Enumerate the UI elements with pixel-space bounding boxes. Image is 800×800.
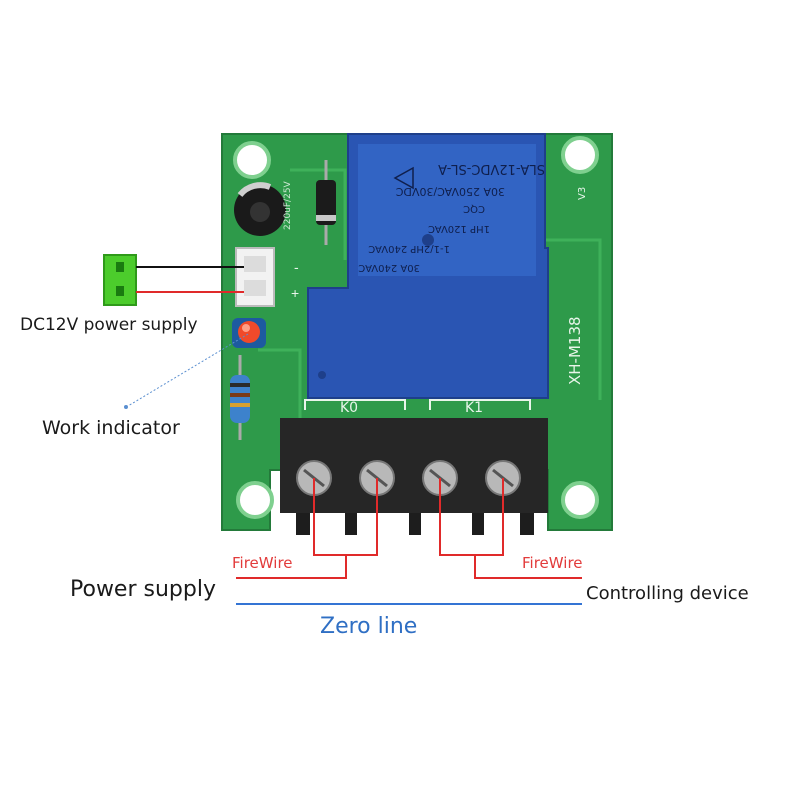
led [232, 318, 266, 348]
firewire-right [439, 478, 582, 579]
capacitor [234, 182, 286, 236]
relay-mark: CQC [463, 203, 485, 214]
power-connector [235, 247, 275, 307]
pcb-trace [290, 168, 347, 260]
mounting-hole [561, 481, 599, 519]
relay-rating-4: 30A 250VAC/30VDC [395, 185, 505, 198]
firewire-left-label: FireWire [232, 554, 293, 572]
plus-mark: + [291, 285, 299, 301]
green-plug [103, 254, 137, 306]
k0-bracket [304, 399, 406, 410]
minus-mark: - [294, 259, 299, 275]
pcb-trace [540, 238, 602, 400]
k0-label: K0 [340, 400, 358, 416]
supply-label: DC12V power supply [20, 315, 198, 335]
relay-rating-3: 1HP 120VAC [428, 223, 490, 234]
mounting-hole [236, 481, 274, 519]
diode [316, 160, 336, 245]
indicator-dot [124, 405, 128, 409]
zero-line-label: Zero line [320, 614, 418, 639]
relay-model: SLA-12VDC-SL-A [438, 161, 545, 176]
indicator-pointer [127, 333, 249, 407]
k1-bracket [429, 399, 531, 410]
mounting-hole [233, 141, 271, 179]
pcb-trace [258, 348, 302, 420]
firewire-left [236, 478, 378, 579]
power-supply-label: Power supply [70, 577, 216, 602]
relay-rating-2: 1-1/2HP 240VAC [368, 243, 450, 254]
board-model: XH-M138 [566, 316, 584, 385]
indicator-label: Work indicator [42, 417, 180, 439]
board-version: V3 [577, 187, 588, 200]
resistor [230, 355, 250, 440]
relay-rating-1: 30A 240VAC [358, 262, 420, 273]
relay [307, 133, 549, 399]
mounting-hole [561, 136, 599, 174]
capacitor-text: 220uF/25V [283, 180, 293, 230]
firewire-right-label: FireWire [522, 554, 583, 572]
controlling-device-label: Controlling device [586, 583, 749, 604]
k1-label: K1 [465, 400, 483, 416]
